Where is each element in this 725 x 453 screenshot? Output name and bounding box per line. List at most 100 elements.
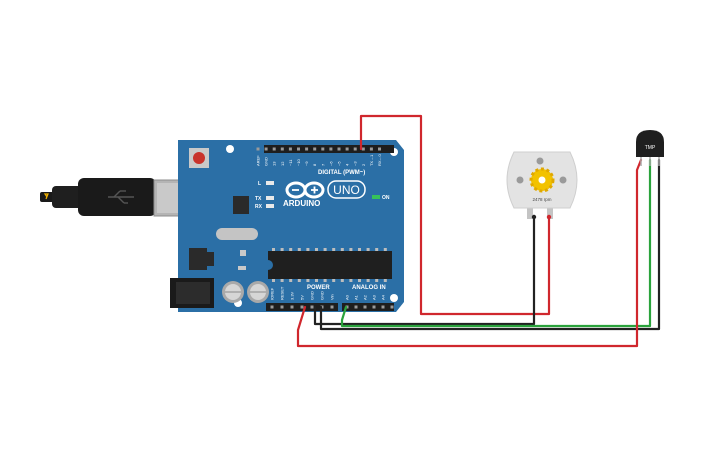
pin-label: Vin <box>330 294 335 300</box>
header-pin[interactable] <box>363 305 367 309</box>
model-badge <box>327 180 366 199</box>
header-pin[interactable] <box>272 147 276 151</box>
led-tx-label: TX <box>255 196 262 202</box>
header-pin[interactable] <box>345 147 349 151</box>
usb-bolt-icon <box>43 193 49 200</box>
led-rx <box>266 204 274 208</box>
capacitor <box>247 281 269 303</box>
digital-header-pins[interactable] <box>256 147 382 151</box>
gear-icon <box>529 167 555 193</box>
wire-motor-ground[interactable] <box>313 215 536 326</box>
mounting-hole <box>226 145 234 153</box>
led-tx <box>266 196 274 200</box>
pin-label: GND <box>320 291 325 300</box>
led-on-label: ON <box>382 195 390 201</box>
wire-motor-signal[interactable] <box>359 114 551 316</box>
led-rx-label: RX <box>255 204 263 210</box>
pin-label: 12 <box>280 161 285 166</box>
header-pin[interactable] <box>381 305 385 309</box>
pin-label: TX→1 <box>369 154 374 166</box>
header-pin[interactable] <box>372 305 376 309</box>
header-pin[interactable] <box>313 147 317 151</box>
pin-label: A1 <box>354 294 359 300</box>
header-pin[interactable] <box>378 147 381 151</box>
capacitor <box>222 281 244 303</box>
header-pin[interactable] <box>321 147 325 151</box>
header-pin[interactable] <box>256 147 260 151</box>
header-pin[interactable] <box>361 147 365 151</box>
analog-pin-labels: A0 A1 A2 A3 A4 A5 <box>345 294 395 300</box>
pin-label: ~9 <box>304 161 309 166</box>
header-pin[interactable] <box>280 147 284 151</box>
motor-terminal-positive[interactable] <box>546 214 552 220</box>
header-pin[interactable] <box>300 305 304 309</box>
pin-label: GND <box>310 291 315 300</box>
mounting-hole <box>390 294 398 302</box>
pin-label: RX←0 <box>377 153 382 166</box>
pin-label: A0 <box>345 294 350 300</box>
pin-label: ~3 <box>353 161 358 166</box>
pin-label: A2 <box>363 294 368 300</box>
header-pin[interactable] <box>264 147 268 151</box>
header-pin[interactable] <box>310 305 314 309</box>
arduino-infinity-logo <box>285 181 325 199</box>
header-pin[interactable] <box>290 305 294 309</box>
header-pin[interactable] <box>305 147 309 151</box>
atmega-chip <box>268 248 392 282</box>
pin-label: A5 <box>390 294 395 300</box>
header-pin[interactable] <box>270 305 274 309</box>
wire-sensor-signal[interactable] <box>340 158 652 328</box>
header-pin[interactable] <box>280 305 284 309</box>
led-l-label: L <box>258 181 261 187</box>
crystal <box>216 228 258 240</box>
pin-label: A4 <box>381 294 386 300</box>
header-pin[interactable] <box>337 147 341 151</box>
pin-label: IOREF <box>270 287 275 300</box>
header-pin[interactable] <box>369 147 373 151</box>
pin-label: ~10 <box>296 158 301 166</box>
pin-label: A3 <box>372 294 377 300</box>
model-label: UNO <box>333 183 360 197</box>
usb-symbol-icon <box>108 190 134 204</box>
voltage-regulator <box>189 248 207 270</box>
header-pin[interactable] <box>354 305 358 309</box>
pin-label: RESET <box>280 286 285 300</box>
dc-motor[interactable]: 2478 rpm <box>506 151 578 220</box>
header-pin[interactable] <box>297 147 300 151</box>
pin-label: 2 <box>361 163 366 166</box>
header-pin[interactable] <box>353 147 357 151</box>
digital-header <box>264 145 394 153</box>
digital-header-label: DIGITAL (PWM~) <box>318 170 365 176</box>
header-pin[interactable] <box>329 147 333 151</box>
led-l <box>266 181 274 185</box>
pin-label: GND <box>264 157 269 166</box>
pin-label: ~6 <box>328 161 333 166</box>
pin-label: 5V <box>300 295 305 300</box>
analog-header <box>342 303 394 311</box>
wire-sensor-ground[interactable] <box>319 158 661 331</box>
power-label: POWER <box>307 285 330 291</box>
wire-sensor-power[interactable] <box>296 158 643 348</box>
usb-chip <box>233 196 249 214</box>
led-on <box>372 195 380 199</box>
power-pin-labels: IOREF RESET 3.3V 5V GND GND Vin <box>270 286 335 300</box>
temperature-sensor[interactable]: TMP <box>636 130 664 166</box>
pin-label: ~5 <box>337 161 342 166</box>
pin-label: ~11 <box>288 159 293 166</box>
pin-label: 13 <box>272 161 277 166</box>
brand-label: ARDUINO <box>283 199 320 208</box>
header-pin[interactable] <box>288 147 292 151</box>
motor-terminal-negative[interactable] <box>531 214 537 220</box>
header-pin[interactable] <box>390 305 394 309</box>
reset-button[interactable] <box>189 148 209 168</box>
pin-label: 7 <box>320 163 325 166</box>
pin-label: 3.3V <box>290 291 295 300</box>
pin-label: AREF <box>256 155 261 166</box>
power-jack[interactable] <box>170 278 214 308</box>
header-pin[interactable] <box>330 305 334 309</box>
pin-label: 4 <box>345 163 350 166</box>
motor-rpm-label: 2478 rpm <box>532 197 551 202</box>
